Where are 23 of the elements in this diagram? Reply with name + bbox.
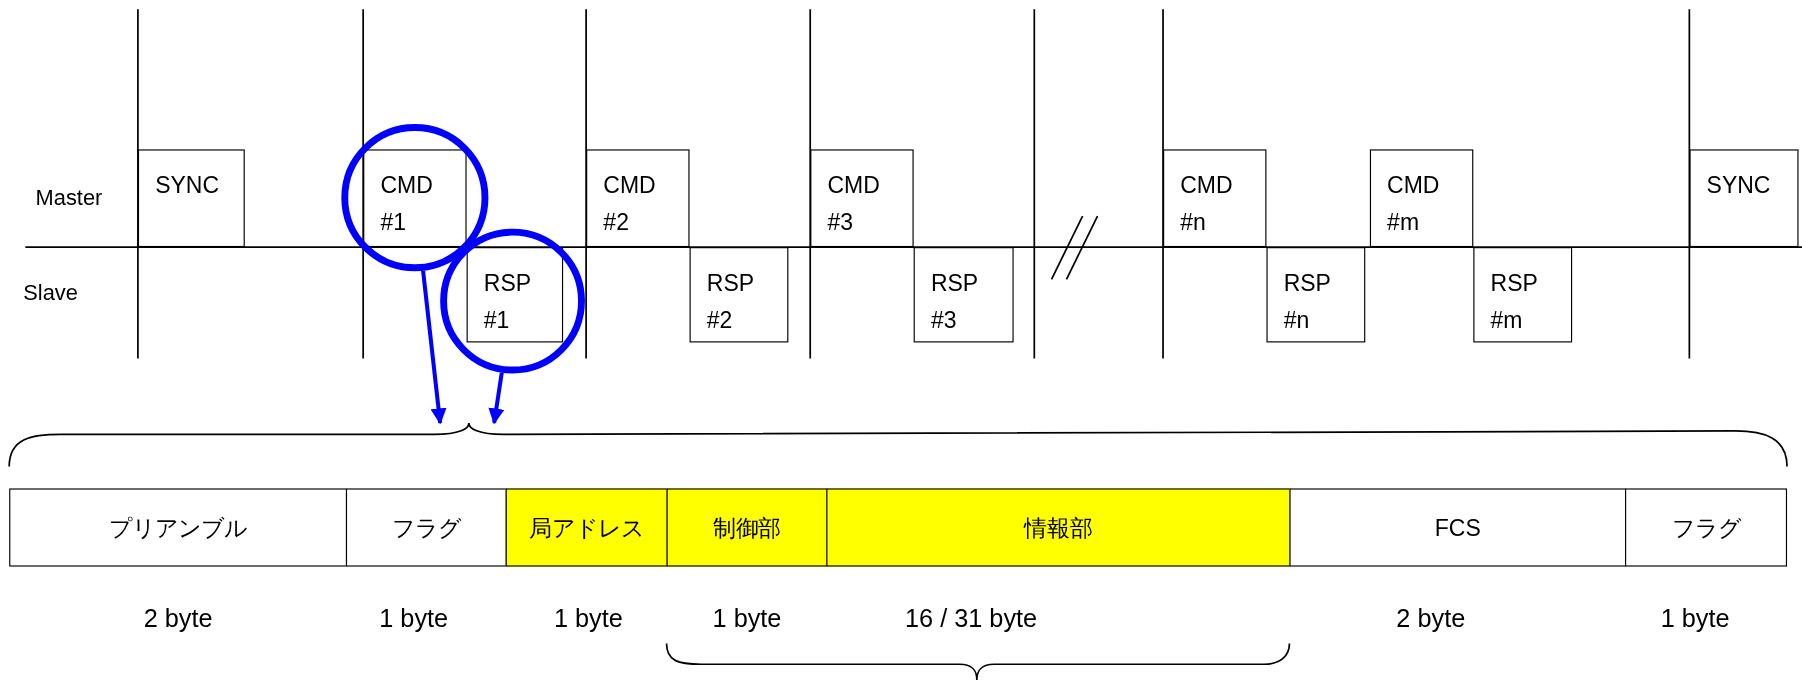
- arrow: [488, 372, 505, 425]
- size-label: 1 byte: [712, 604, 782, 635]
- field-cell: FCS: [1289, 488, 1627, 567]
- frame-box: SYNC: [137, 149, 245, 248]
- lane-label: Master: [35, 185, 103, 211]
- field-cell: プリアンブル: [9, 488, 348, 567]
- highlight-circle: [341, 124, 489, 272]
- size-label: 1 byte: [379, 604, 449, 635]
- field-cell: 情報部: [826, 488, 1291, 567]
- frame-box: CMD #m: [1369, 149, 1474, 248]
- size-label: 1 byte: [553, 604, 623, 635]
- arrow: [421, 270, 447, 425]
- size-label: 16 / 31 byte: [905, 604, 1038, 635]
- lane-label: Slave: [23, 280, 78, 306]
- field-cell: フラグ: [345, 488, 507, 567]
- curly-brace: [9, 422, 1788, 467]
- field-cell: フラグ: [1625, 488, 1788, 567]
- field-cell: 制御部: [666, 488, 828, 567]
- field-cell: 局アドレス: [505, 488, 668, 567]
- size-label: 1 byte: [1660, 604, 1730, 635]
- size-label: 2 byte: [143, 604, 213, 635]
- size-label: 2 byte: [1396, 604, 1466, 635]
- highlight-circle: [440, 228, 585, 374]
